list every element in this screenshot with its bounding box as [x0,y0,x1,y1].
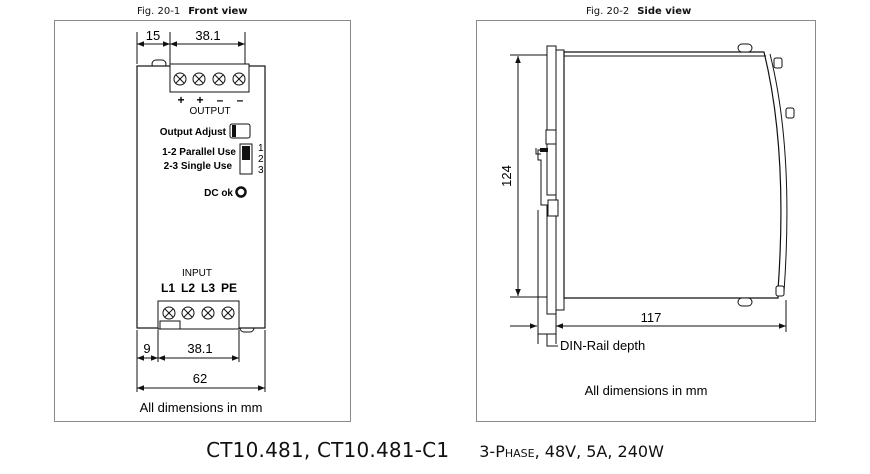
output-polarity-2: + [196,93,203,107]
product-spec-rest: , 48V, 5A, 240W [534,442,664,461]
product-phase: 3-Phase [479,442,535,461]
fig2-caption: Fig. 20-2 Side view [586,6,691,17]
dim-depth: 117 [641,310,662,325]
dim-width: 62 [193,371,207,386]
front-view-drawing: 15 38.1 + + – – OUTPUT Output Adjust 1-2… [136,28,266,415]
din-rail-depth-label: DIN-Rail depth [560,338,645,353]
output-adjust-label: Output Adjust [160,127,227,138]
dim-top-pitch: 38.1 [195,28,220,43]
input-terminal-l1: L1 [161,281,175,295]
fig2-note: All dimensions in mm [585,383,708,398]
fig1-caption: Fig. 20-1 Front view [137,6,248,17]
product-footer: CT10.481, CT10.481-C1 3-Phase, 48V, 5A, 2… [0,438,870,462]
output-polarity-1: + [177,93,184,107]
side-housing [563,51,782,299]
side-view-drawing: 124 117 DIN-Rail depth All dimensions in… [499,43,795,398]
product-model: CT10.481, CT10.481-C1 [206,438,450,462]
dim-height: 124 [499,165,514,187]
output-terminal-block [169,63,250,93]
output-polarity-3: – [217,93,224,107]
input-terminal-pe: PE [221,281,237,295]
fig1-note: All dimensions in mm [140,400,263,415]
switch-pos-3: 3 [258,165,264,176]
switch-pos-2: 2 [258,154,264,165]
output-label: OUTPUT [189,106,230,117]
dim-bottom-offset: 9 [143,341,150,356]
dc-ok-label: DC ok [204,188,233,199]
parallel-use-label: 1-2 Parallel Use [162,147,236,158]
dim-bottom-pitch: 38.1 [187,341,212,356]
input-label: INPUT [182,268,212,279]
single-use-label: 2-3 Single Use [164,161,233,172]
input-terminal-block [157,300,240,330]
output-polarity-4: – [237,93,244,107]
product-spec: 3-Phase, 48V, 5A, 240W [479,442,664,461]
dc-ok-led [235,186,247,198]
fig2-title: Side view [637,6,692,17]
input-terminal-l3: L3 [201,281,215,295]
dim-left-offset: 15 [146,28,160,43]
fig1-number: Fig. 20-1 [137,6,181,17]
fig2-number: Fig. 20-2 [586,6,630,17]
fig1-title: Front view [188,6,248,17]
input-terminal-l2: L2 [181,281,195,295]
din-rail-plate [546,45,557,315]
switch-pos-1: 1 [258,143,264,154]
